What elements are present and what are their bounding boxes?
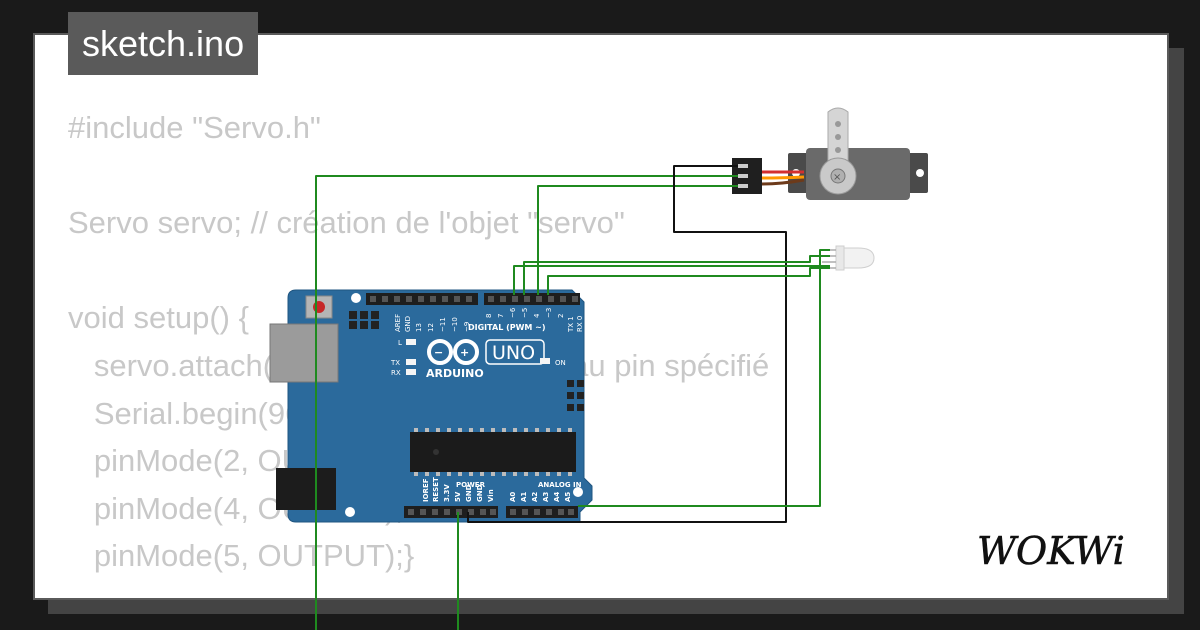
led-rx-label: RX [391, 369, 401, 377]
arduino-infinity-logo [427, 339, 479, 365]
plus-glyph: + [460, 346, 469, 359]
pin-label: 3.3V [443, 484, 451, 502]
mounting-hole [573, 487, 583, 497]
pin-label: ~11 [439, 317, 447, 332]
minus-glyph: − [434, 346, 443, 359]
servo-motor[interactable]: × [788, 107, 928, 200]
pin-label: ~10 [451, 317, 459, 332]
power-jack [276, 468, 336, 510]
led-l-label: L [398, 339, 402, 347]
pin-label: AREF [394, 314, 402, 332]
code-line: pinMode(5, OUTPUT);} [68, 538, 415, 574]
pin-label: A5 [564, 492, 572, 502]
wire-gnd [467, 165, 787, 523]
power-header [404, 506, 578, 518]
wire-led-red [513, 265, 830, 295]
servo-screw-icon: × [833, 172, 841, 183]
digital-header-label: DIGITAL (PWM ~) [468, 323, 546, 332]
wokwi-logo-text: WOKWi [977, 529, 1125, 573]
led-tx-label: TX [390, 359, 400, 367]
wire-servo-power [315, 175, 738, 630]
pin-label: RX 0 [576, 316, 584, 332]
pin-label: ~5 [521, 308, 529, 318]
pin-label: 2 [557, 314, 565, 318]
model-badge [485, 339, 545, 365]
led-rx [406, 369, 416, 375]
atmega-chip [410, 428, 576, 476]
code-line: void setup() { [68, 300, 249, 336]
model-text: UNO [492, 342, 535, 364]
code-line: #include "Servo.h" [68, 110, 321, 145]
usb-connector [269, 323, 339, 383]
pin-label: 4 [533, 313, 541, 318]
sketch-title-badge: sketch.ino [68, 12, 259, 75]
wire-servo-signal [537, 185, 738, 295]
pin-label: A4 [553, 492, 561, 502]
led-on-label: ON [555, 359, 566, 367]
pin-label: 7 [497, 314, 505, 318]
pin-label: TX 1 [567, 316, 575, 333]
wire-led-blue [547, 267, 830, 295]
analog-label: ANALOG IN [538, 481, 582, 489]
reset-button-cap [313, 301, 325, 313]
mounting-hole [351, 293, 361, 303]
icsp2-header [567, 380, 584, 411]
digital-header [366, 293, 580, 305]
pin-label: 8 [485, 314, 493, 318]
wire-led-common [578, 249, 830, 507]
led-l [406, 339, 416, 345]
icsp-header [349, 311, 379, 329]
pin-label: ~9 [463, 322, 471, 332]
pin-label: 12 [427, 323, 435, 332]
arduino-uno-board[interactable]: AREF GND 13 12 ~11 ~10 ~9 8 7 ~6 ~5 4 ~3… [269, 289, 593, 523]
mounting-hole [345, 507, 355, 517]
pin-label: GND [465, 484, 473, 502]
pin-label: A0 [509, 492, 517, 502]
servo-cable [761, 170, 805, 186]
pin-label: GND [476, 484, 484, 502]
pin-label: A1 [520, 492, 528, 502]
pin-label: RESET [432, 477, 440, 502]
code-line: Servo servo; // création de l'objet "ser… [68, 205, 625, 241]
pin-label: A3 [542, 492, 550, 502]
power-label: POWER [456, 481, 486, 489]
pin-label: GND [404, 316, 412, 332]
pin-label: IOREF [422, 478, 430, 502]
pin-label: A2 [531, 492, 539, 502]
pin-label: Vin [487, 489, 495, 502]
wire-led-green [523, 255, 830, 295]
wokwi-logo: WOKWi [977, 529, 1125, 574]
led-tx [406, 359, 416, 365]
pin-label: ~3 [545, 308, 553, 318]
pin-label: ~6 [509, 307, 517, 318]
brand-text: ARDUINO [426, 367, 484, 380]
pin-label: 13 [415, 323, 423, 332]
led-on [540, 358, 550, 364]
rgb-led[interactable] [822, 245, 875, 271]
pin-label: 5V [454, 491, 462, 502]
